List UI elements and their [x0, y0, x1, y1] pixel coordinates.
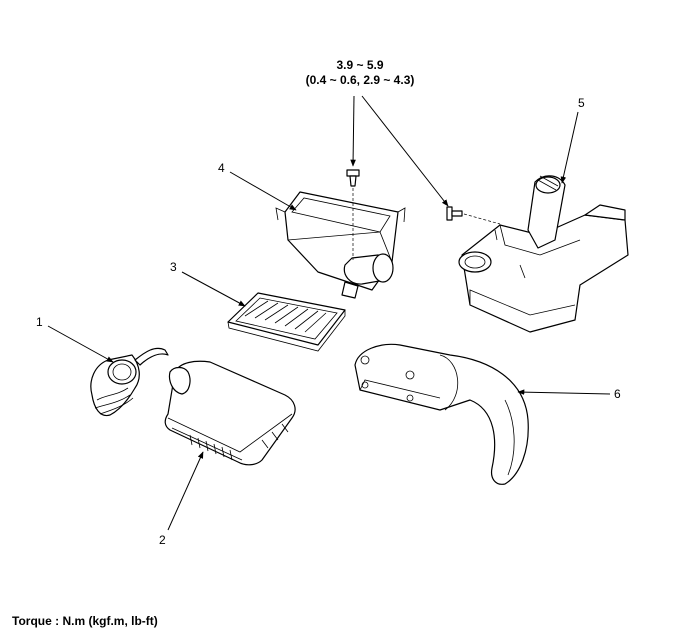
part-2-lower-case — [164, 360, 296, 466]
part-3-filter-element — [227, 292, 346, 352]
callout-6: 6 — [614, 387, 621, 401]
callout-5: 5 — [578, 96, 585, 110]
part-5-air-duct-resonator — [458, 175, 629, 333]
callout-4: 4 — [218, 161, 225, 175]
part-6-air-hose — [354, 343, 529, 485]
part-4-upper-cover — [275, 191, 406, 299]
torque-value-nm: 3.9 ~ 5.9 — [336, 58, 384, 72]
torque-value-alt-units: (0.4 ~ 0.6, 2.9 ~ 4.3) — [305, 73, 415, 87]
callout-1: 1 — [36, 315, 43, 329]
leader-lines — [47, 95, 611, 531]
torque-units-legend: Torque : N.m (kgf.m, lb-ft) — [12, 614, 158, 628]
callout-2: 2 — [159, 533, 166, 547]
callout-3: 3 — [170, 260, 177, 274]
bolt-upper-cover — [346, 169, 360, 260]
torque-spec: 3.9 ~ 5.9 (0.4 ~ 0.6, 2.9 ~ 4.3) — [290, 58, 430, 88]
part-1-intake-hose — [90, 347, 169, 417]
bolt-resonator — [446, 206, 501, 225]
